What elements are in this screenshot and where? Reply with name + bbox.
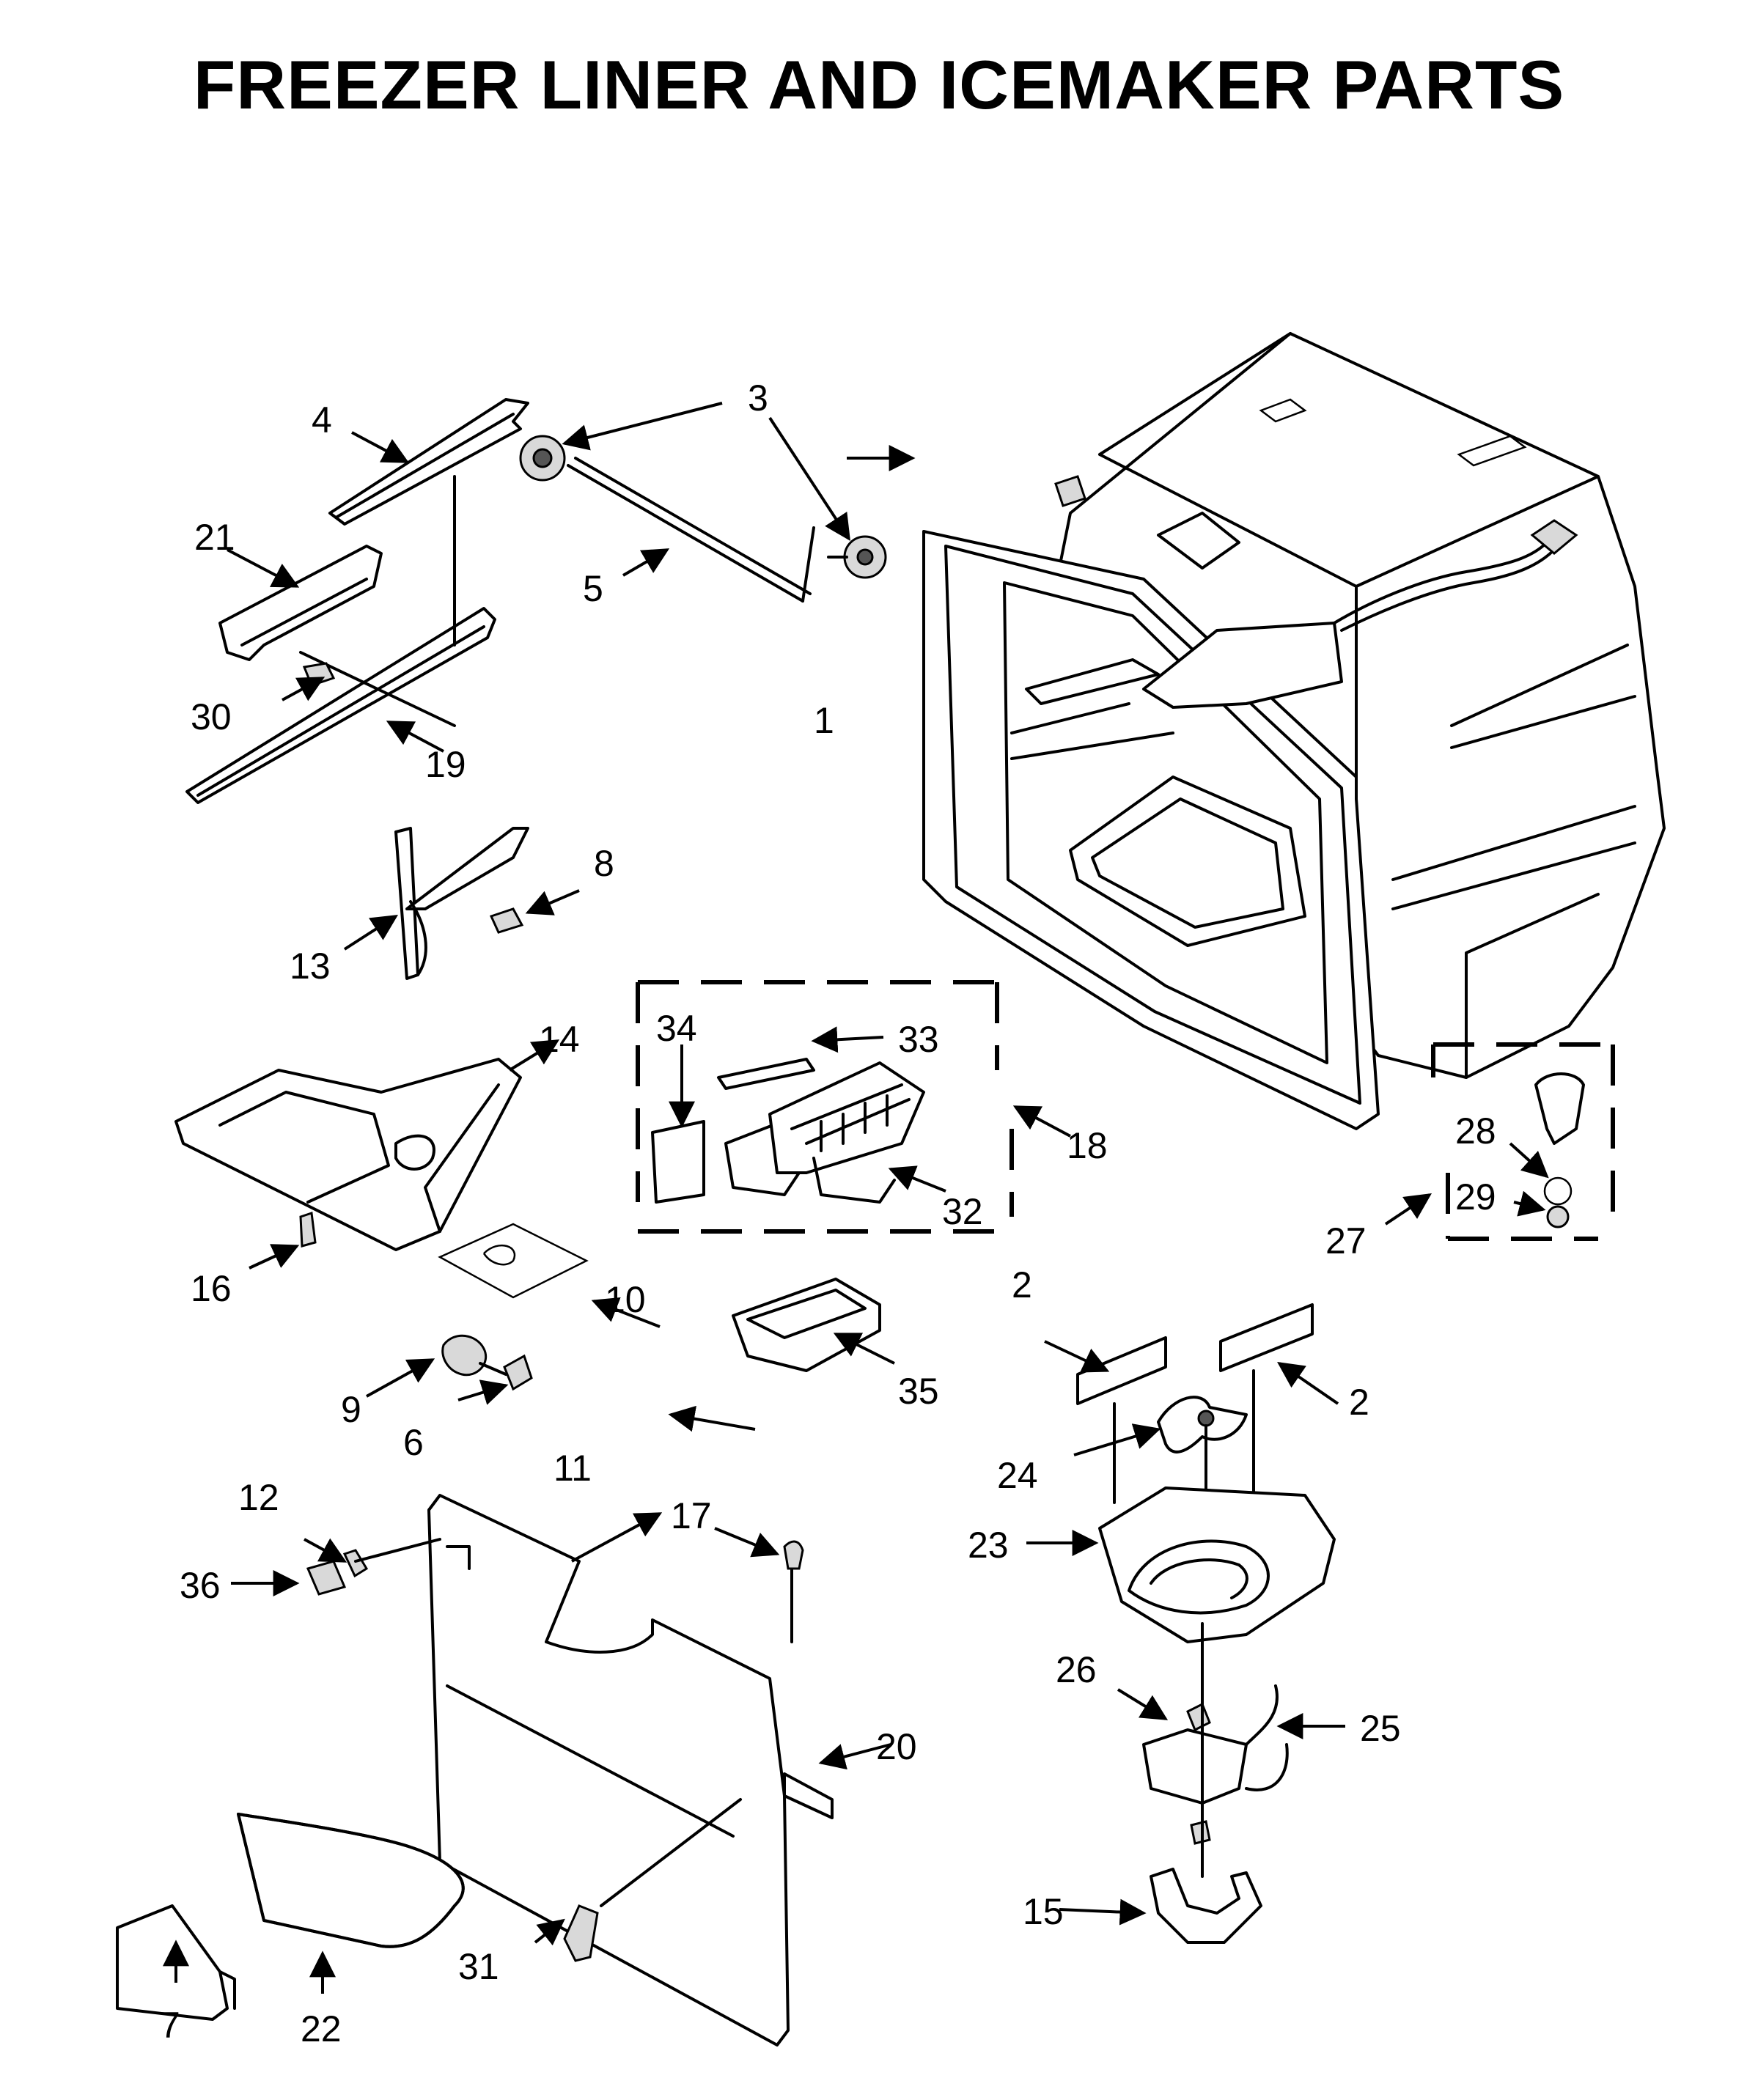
bracket	[394, 827, 529, 980]
callout-26: 26	[1056, 1649, 1097, 1690]
callout-2b: 2	[1349, 1382, 1369, 1423]
callout-16: 16	[191, 1268, 232, 1309]
callout-13: 13	[290, 946, 331, 987]
callout-6: 6	[403, 1422, 424, 1463]
callout-35: 35	[898, 1371, 939, 1412]
callout-33: 33	[898, 1019, 939, 1060]
callout-7: 7	[160, 2005, 180, 2046]
callout-17: 17	[671, 1495, 712, 1536]
shaft-and-gears	[519, 435, 887, 603]
callout-32: 32	[942, 1191, 983, 1232]
callout-8: 8	[594, 843, 614, 884]
callout-9: 9	[341, 1389, 361, 1430]
callout-21: 21	[194, 517, 235, 558]
callout-27: 27	[1325, 1220, 1367, 1261]
callout-12: 12	[238, 1477, 279, 1518]
icemaker-kit-box	[636, 980, 1014, 1234]
rear-panel	[306, 1494, 834, 2046]
callout-24: 24	[997, 1455, 1038, 1496]
callout-3: 3	[748, 377, 768, 419]
callout-2a: 2	[1012, 1264, 1032, 1305]
diagram-title: FREEZER LINER AND ICEMAKER PARTS	[193, 46, 1565, 123]
callout-23: 23	[968, 1525, 1009, 1566]
callout-11: 11	[553, 1448, 592, 1489]
callout-36: 36	[180, 1565, 221, 1606]
callout-14: 14	[539, 1019, 580, 1060]
callout-10: 10	[605, 1279, 646, 1320]
callout-4: 4	[312, 399, 332, 441]
ice-tray	[732, 1278, 881, 1372]
callout-25: 25	[1360, 1708, 1401, 1749]
water-valve-kit	[1431, 1042, 1615, 1241]
callout-34: 34	[656, 1008, 697, 1049]
callout-19: 19	[425, 744, 466, 785]
callout-30: 30	[191, 696, 232, 737]
callout-labels: 1 2 2 3 4 5 6 7 8 9 10 11 12 13 14 15 16…	[160, 377, 1496, 2049]
callout-20: 20	[876, 1726, 917, 1767]
ice-chute	[174, 1058, 589, 1299]
callout-22: 22	[301, 2008, 342, 2049]
lamp-and-socket	[441, 1334, 533, 1391]
callout-1: 1	[814, 700, 834, 741]
callout-29: 29	[1455, 1176, 1496, 1217]
callout-28: 28	[1455, 1110, 1496, 1152]
callout-31: 31	[458, 1946, 499, 1987]
freezer-liner	[922, 332, 1666, 1130]
grille-and-cover	[116, 1813, 465, 2021]
callout-15: 15	[1023, 1891, 1064, 1932]
callout-18: 18	[1067, 1125, 1108, 1166]
rail-assembly	[185, 398, 529, 804]
leader-lines	[163, 402, 1549, 1994]
fan-assembly	[1076, 1303, 1336, 1944]
callout-5: 5	[583, 568, 603, 609]
